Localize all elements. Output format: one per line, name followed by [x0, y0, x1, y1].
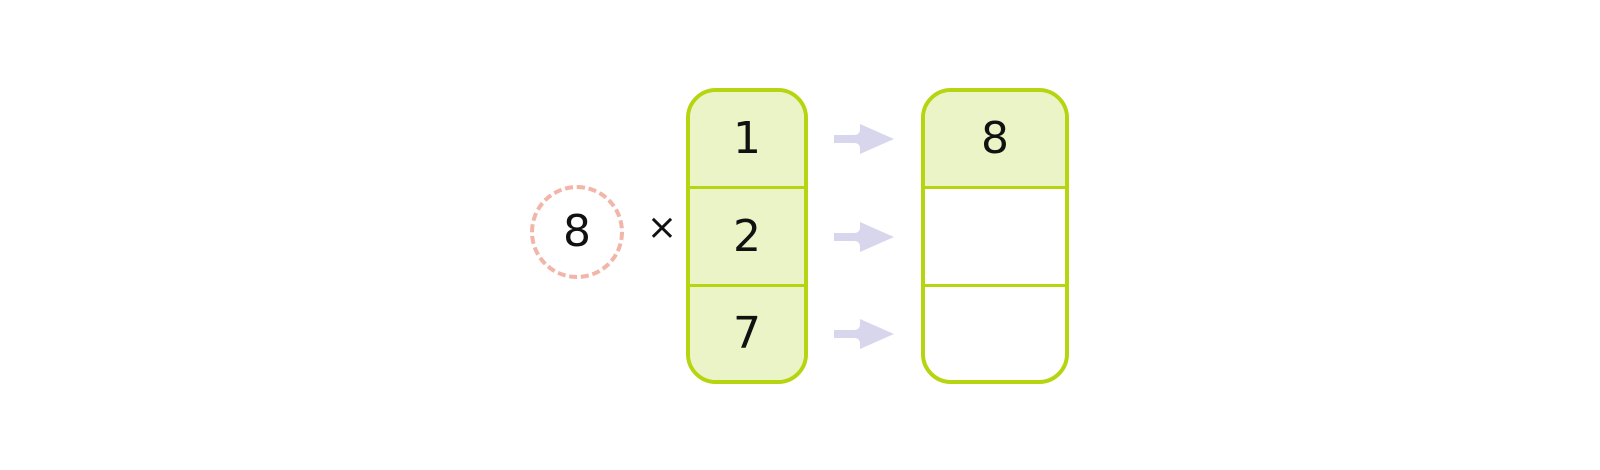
digit-value: 2 [733, 210, 761, 262]
arrow-right-icon [834, 124, 894, 154]
digit-value: 1 [733, 113, 761, 164]
arrow-right-icon [834, 222, 894, 252]
digit-cell: 7 [690, 284, 804, 380]
multiplier-value: 8 [563, 206, 591, 257]
digit-value: 7 [733, 307, 761, 359]
product-cell-empty [925, 284, 1065, 380]
product-column: 8 [921, 88, 1069, 384]
times-sign: × [646, 207, 678, 248]
digit-column: 1 2 7 [686, 88, 808, 384]
product-value: 8 [981, 113, 1009, 164]
digit-cell: 2 [690, 186, 804, 284]
multiplier-circle: 8 [530, 185, 624, 279]
arrow-right-icon [834, 319, 894, 349]
product-cell: 8 [925, 92, 1065, 186]
product-cell-empty [925, 186, 1065, 284]
digit-cell: 1 [690, 92, 804, 186]
